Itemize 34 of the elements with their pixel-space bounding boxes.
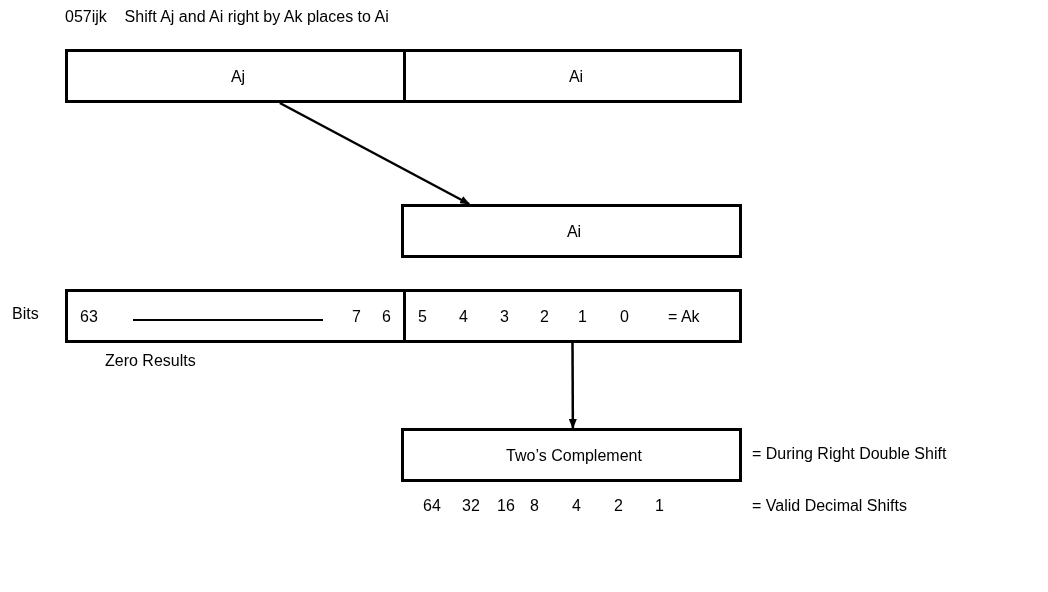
register-box (401, 428, 742, 482)
bit-number: 63 (80, 308, 98, 326)
bit-number: 5 (418, 308, 427, 326)
shift-value: 64 (423, 497, 441, 515)
arrow (279, 101, 471, 206)
shift-value: 2 (614, 497, 623, 515)
field-label: Two’s Complement (506, 447, 642, 465)
shift-value: 8 (530, 497, 539, 515)
shift-value: 32 (462, 497, 480, 515)
register-box (401, 204, 742, 258)
side-note: = Valid Decimal Shifts (752, 497, 907, 515)
row-label: Bits (12, 305, 39, 323)
register-field (65, 49, 406, 103)
bit-number: 2 (540, 308, 549, 326)
arrow (568, 343, 577, 429)
field-label: Ai (566, 223, 582, 241)
shift-value: 16 (497, 497, 515, 515)
bit-number: 6 (382, 308, 391, 326)
title-text: 057ijk Shift Aj and Ai right by Ak places to Ai (65, 8, 389, 26)
field-label: = Ak (668, 308, 700, 326)
bit-number: 0 (620, 308, 629, 326)
shift-value: 1 (655, 497, 664, 515)
register-field (403, 49, 742, 103)
bit-number: 7 (352, 308, 361, 326)
bit-number: 4 (459, 308, 468, 326)
bit-field (65, 289, 406, 343)
side-note: = During Right Double Shift (752, 445, 947, 463)
side-note: Zero Results (105, 352, 196, 370)
bit-number: 3 (500, 308, 509, 326)
bit-number: 1 (578, 308, 587, 326)
field-label: Ai (568, 68, 584, 86)
shift-value: 4 (572, 497, 581, 515)
field-label: Aj (230, 68, 246, 86)
bit-field (403, 289, 742, 343)
